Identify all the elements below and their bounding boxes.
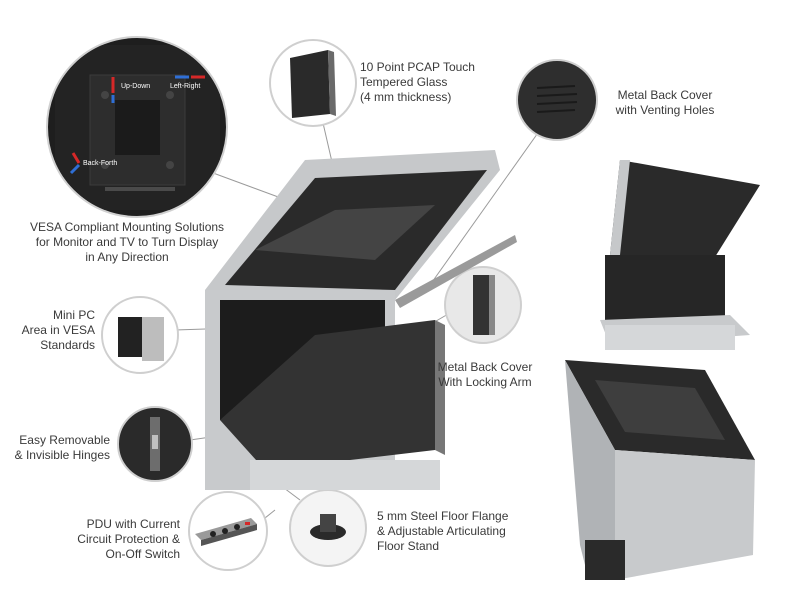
touch-glass-circle [269,39,357,127]
hinges-circle [117,406,193,482]
vesa-mount-circle: Up-Down Left-Right Back-Forth [46,36,228,218]
back-cover-arm-circle [444,266,522,344]
floor-flange-circle [289,489,367,567]
kiosk-open-view [600,160,760,350]
back-forth-arrow-icon [71,152,81,164]
left-right-label: Left-Right [170,83,200,90]
floor-flange-label: 5 mm Steel Floor Flange& Adjustable Arti… [377,509,509,553]
hinges-label: Easy Removable& Invisible Hinges [14,433,110,462]
back-cover-vent-circle [516,59,598,141]
up-down-label: Up-Down [121,83,150,90]
main-kiosk-image [205,150,517,490]
mini-pc-circle [101,296,179,374]
back-forth-label: Back-Forth [83,160,117,167]
kiosk-closed-view [565,360,755,580]
pdu-circle [188,491,268,571]
